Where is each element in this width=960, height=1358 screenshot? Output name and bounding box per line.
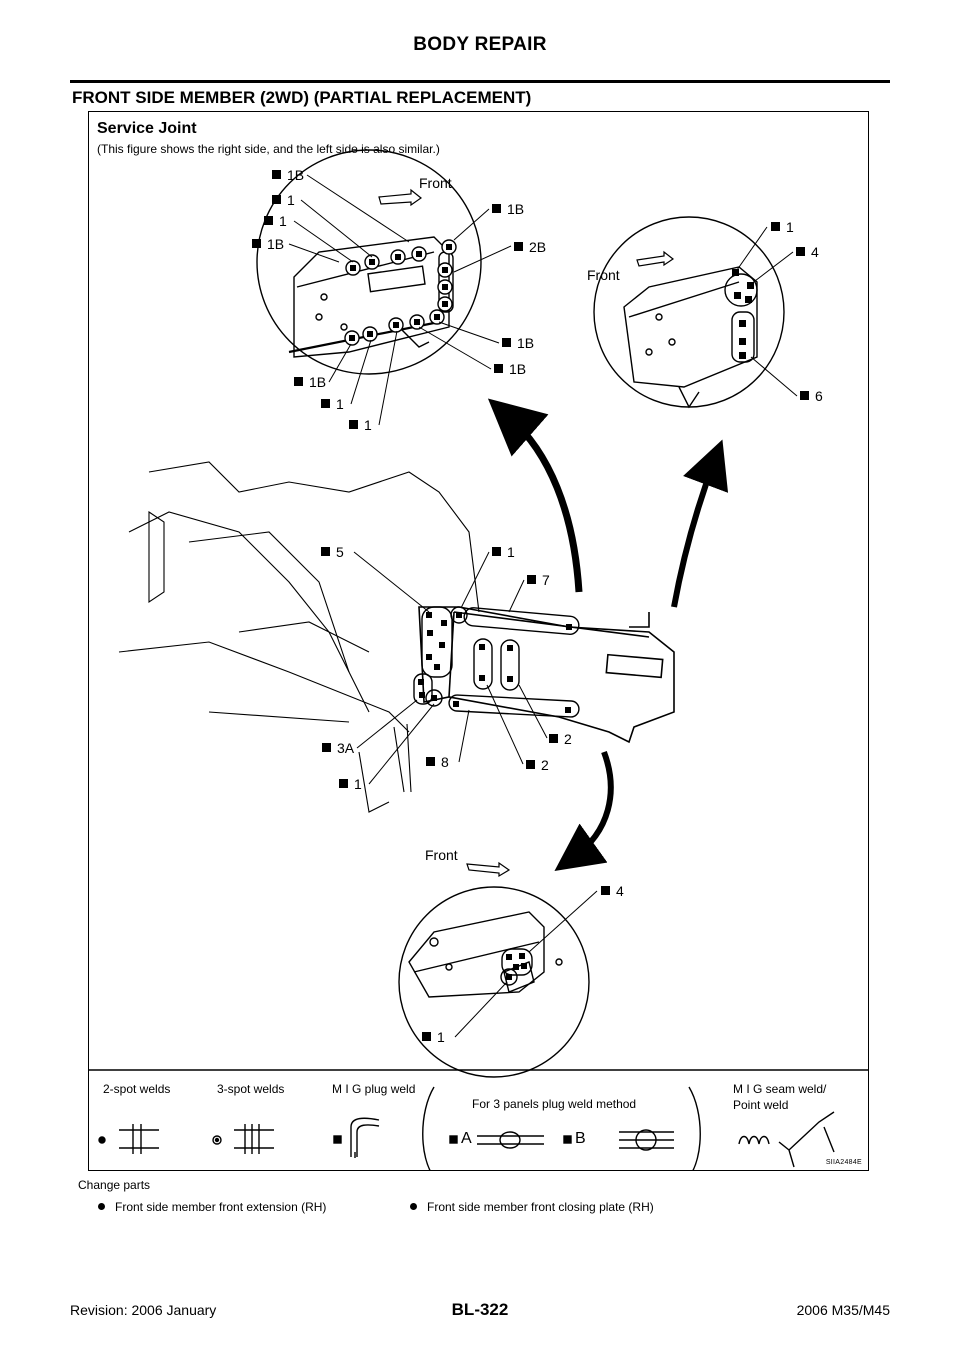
right-detail-view <box>593 216 785 409</box>
lower-callouts: 4 1 <box>422 883 624 1045</box>
right-weld-markers <box>724 269 758 359</box>
callout-label: 2B <box>529 239 546 255</box>
figure-title: Service Joint <box>97 120 197 137</box>
right-callouts: 1 4 6 <box>771 219 823 404</box>
callout-label: 1 <box>786 219 794 235</box>
page-header: BODY REPAIR <box>413 34 547 55</box>
model-text: 2006 M35/M45 <box>796 1302 890 1318</box>
callout-label: 1 <box>279 213 287 229</box>
callout-label: 4 <box>811 244 819 260</box>
callout-label: 1B <box>287 167 304 183</box>
figure-drawing: Front 1B 1 1 1B 1B 2B 1B 1B 1B 1 1 <box>89 149 868 1170</box>
upper-leader-lines <box>288 174 512 426</box>
front-arrow-right <box>636 250 675 267</box>
main-callouts: 5 1 7 3A 8 2 2 1 <box>321 544 572 792</box>
callout-label: 1 <box>287 192 295 208</box>
legend-three-panels: For 3 panels plug weld method <box>472 1097 637 1111</box>
part-name: Front side member front extension (RH) <box>115 1200 327 1214</box>
callout-label: 1 <box>364 417 372 433</box>
front-label-upper: Front <box>419 175 452 191</box>
callout-label: 1B <box>507 201 524 217</box>
revision-text: Revision: 2006 January <box>70 1302 217 1318</box>
list-item: Front side member front extension (RH) <box>98 1200 326 1214</box>
callout-label: 5 <box>336 544 344 560</box>
legend-seam-line2: Point weld <box>733 1098 789 1112</box>
legend-seam-line1: M I G seam weld/ <box>733 1082 827 1096</box>
front-arrow-lower <box>466 861 511 878</box>
legend-symbols <box>98 1086 835 1170</box>
callout-label: 8 <box>441 754 449 770</box>
callout-label: 1B <box>267 236 284 252</box>
page-number: BL-322 <box>451 1300 509 1319</box>
front-arrow-upper <box>378 188 423 207</box>
callout-label: 6 <box>815 388 823 404</box>
callout-label: 1 <box>507 544 515 560</box>
upper-callouts: 1B 1 1 1B 1B 2B 1B 1B 1B 1 1 <box>252 167 546 433</box>
arrow-to-right <box>671 439 729 608</box>
change-parts-label: Change parts <box>78 1178 151 1192</box>
legend-mig-plug: M I G plug weld <box>332 1082 416 1096</box>
lower-leader-lines <box>454 890 598 1038</box>
legend-a-label: A <box>461 1130 472 1147</box>
arrow-to-lower <box>554 750 614 871</box>
front-label-lower: Front <box>425 847 458 863</box>
legend-two-spot: 2-spot welds <box>103 1082 171 1096</box>
part-name: Front side member front closing plate (R… <box>427 1200 654 1214</box>
main-leader-lines <box>353 551 548 785</box>
callout-label: 1 <box>336 396 344 412</box>
front-label-right: Front <box>587 267 620 283</box>
arrow-to-upper <box>487 398 583 593</box>
legend-b-label: B <box>575 1130 586 1147</box>
header-rule <box>70 80 890 83</box>
front-side-member <box>418 606 675 744</box>
body-structure-drawing <box>118 461 480 813</box>
figure-id: SIIA2484E <box>825 1159 862 1166</box>
callout-label: 3A <box>337 740 355 756</box>
callout-label: 1B <box>517 335 534 351</box>
figure-subtitle: (This figure shows the right side, and t… <box>97 142 440 156</box>
lower-weld-markers <box>500 948 533 986</box>
callout-label: 1B <box>309 374 326 390</box>
callout-label: 1 <box>354 776 362 792</box>
callout-label: 1B <box>509 361 526 377</box>
callout-label: 2 <box>541 757 549 773</box>
bullet-icon <box>98 1203 105 1210</box>
service-joint-figure: Service Joint (This figure shows the rig… <box>88 111 869 1171</box>
upper-weld-markers <box>344 239 457 346</box>
callout-label: 1 <box>437 1029 445 1045</box>
member-weld-markers <box>413 606 580 718</box>
callout-label: 2 <box>564 731 572 747</box>
right-leader-lines <box>736 226 798 397</box>
lower-detail-view <box>398 886 590 1078</box>
section-title: FRONT SIDE MEMBER (2WD) (PARTIAL REPLACE… <box>72 88 532 107</box>
callout-label: 4 <box>616 883 624 899</box>
callout-label: 7 <box>542 572 550 588</box>
bullet-icon <box>410 1203 417 1210</box>
list-item: Front side member front closing plate (R… <box>410 1200 654 1214</box>
legend-three-spot: 3-spot welds <box>217 1082 285 1096</box>
